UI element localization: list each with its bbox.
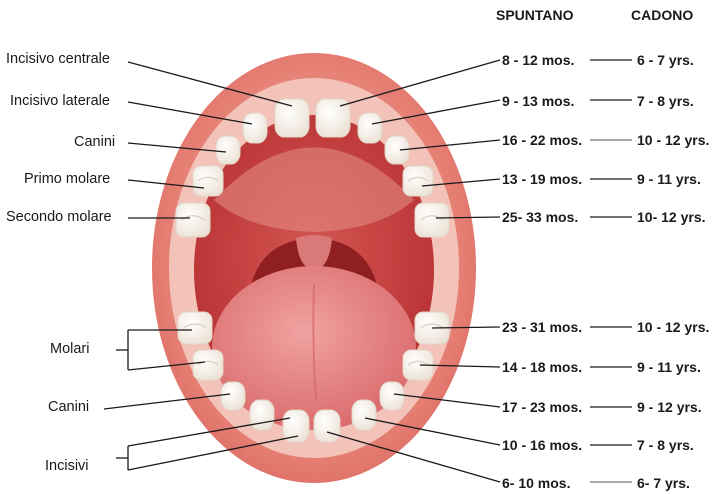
erupt-header: SPUNTANO bbox=[496, 6, 574, 24]
upper-shed-1: 7 - 8 yrs. bbox=[637, 92, 694, 110]
upper-canine-left bbox=[216, 136, 240, 164]
lower-canine-left bbox=[221, 382, 245, 410]
lower-erupt-3: 10 - 16 mos. bbox=[502, 436, 582, 454]
upper-erupt-2: 16 - 22 mos. bbox=[502, 131, 582, 149]
lower-shed-3: 7 - 8 yrs. bbox=[637, 436, 694, 454]
lower-erupt-2: 17 - 23 mos. bbox=[502, 398, 582, 416]
label-lateral-incisor: Incisivo laterale bbox=[10, 92, 110, 110]
lower-first-molar-left bbox=[193, 350, 223, 380]
lower-shed-0: 10 - 12 yrs. bbox=[637, 318, 709, 336]
lower-shed-2: 9 - 12 yrs. bbox=[637, 398, 702, 416]
label-second-molar: Secondo molare bbox=[6, 208, 112, 226]
upper-lateral-incisor-right bbox=[358, 113, 382, 143]
upper-erupt-1: 9 - 13 mos. bbox=[502, 92, 574, 110]
upper-shed-2: 10 - 12 yrs. bbox=[637, 131, 709, 149]
upper-first-molar-right bbox=[403, 166, 433, 196]
lower-second-molar-left bbox=[178, 312, 212, 344]
label-central-incisor: Incisivo centrale bbox=[6, 50, 110, 68]
lower-central-incisor-right bbox=[314, 410, 340, 442]
shed-header: CADONO bbox=[631, 6, 693, 24]
lower-lateral-incisor-right bbox=[352, 400, 376, 430]
upper-second-molar-right bbox=[415, 203, 449, 237]
lower-erupt-1: 14 - 18 mos. bbox=[502, 358, 582, 376]
upper-lateral-incisor-left bbox=[243, 113, 267, 143]
label-canine-lower: Canini bbox=[48, 398, 89, 416]
lower-erupt-4: 6- 10 mos. bbox=[502, 474, 570, 492]
label-canine-upper: Canini bbox=[74, 133, 115, 151]
label-first-molar: Primo molare bbox=[24, 170, 110, 188]
upper-shed-3: 9 - 11 yrs. bbox=[637, 170, 701, 188]
lower-lateral-incisor-left bbox=[250, 400, 274, 430]
lower-central-incisor-left bbox=[283, 410, 309, 442]
lower-erupt-0: 23 - 31 mos. bbox=[502, 318, 582, 336]
upper-erupt-3: 13 - 19 mos. bbox=[502, 170, 582, 188]
upper-second-molar-left bbox=[176, 203, 210, 237]
lower-canine-right bbox=[380, 382, 404, 410]
upper-first-molar-left bbox=[193, 166, 223, 196]
upper-shed-0: 6 - 7 yrs. bbox=[637, 51, 694, 69]
label-incisors-lower: Incisivi bbox=[45, 457, 89, 475]
upper-erupt-0: 8 - 12 mos. bbox=[502, 51, 574, 69]
upper-shed-4: 10- 12 yrs. bbox=[637, 208, 706, 226]
label-molars-lower: Molari bbox=[50, 340, 89, 358]
upper-central-incisor-left bbox=[275, 99, 309, 137]
lower-shed-4: 6- 7 yrs. bbox=[637, 474, 690, 492]
lower-shed-1: 9 - 11 yrs. bbox=[637, 358, 701, 376]
upper-erupt-4: 25- 33 mos. bbox=[502, 208, 578, 226]
